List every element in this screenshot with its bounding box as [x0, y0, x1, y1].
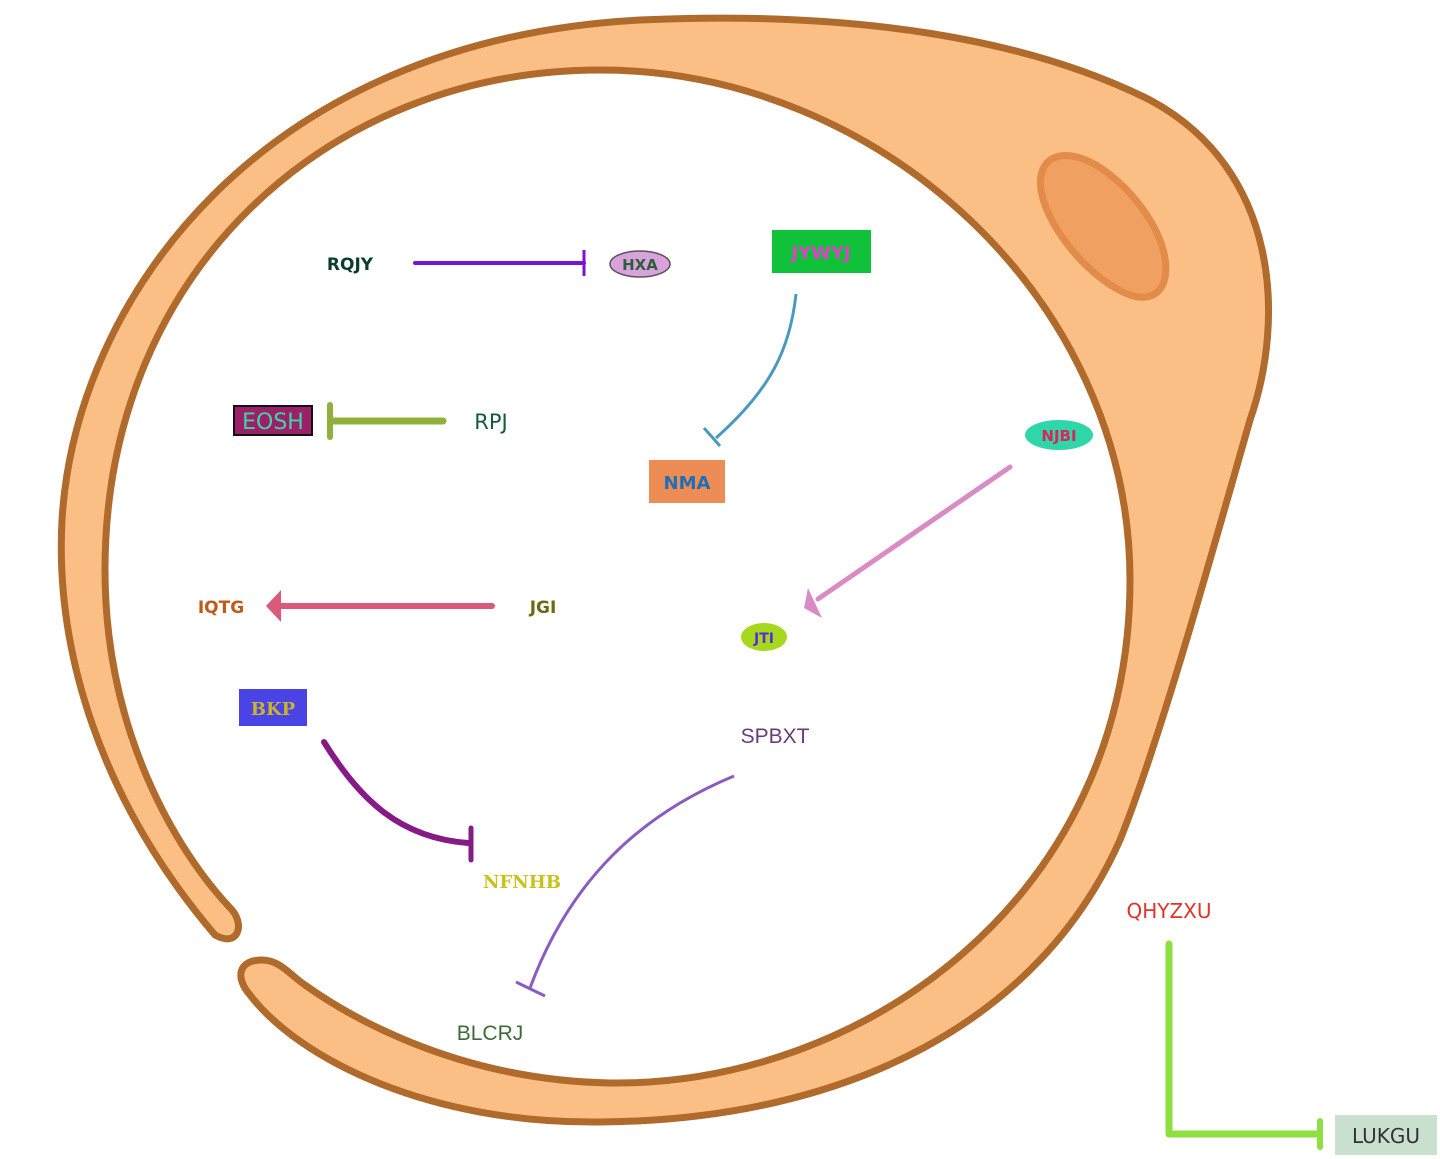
node-spbxt[interactable]: SPBXT [741, 725, 810, 748]
node-njbi[interactable]: NJBI [1025, 420, 1093, 450]
node-lukgu-label: LUKGU [1352, 1124, 1420, 1148]
edge-bkp-nfnhb [321, 739, 474, 863]
node-jywyj[interactable]: JYWYJ [772, 230, 871, 273]
cell-membrane [57, 14, 1273, 1126]
node-jgi[interactable]: JGI [529, 598, 557, 618]
membrane-outer [57, 14, 1273, 1126]
node-bkp[interactable]: BKP [239, 689, 307, 726]
node-jti[interactable]: JTI [741, 623, 787, 651]
node-hxa-label: HXA [622, 256, 658, 274]
node-bkp-label: BKP [251, 699, 296, 720]
edge-njbi-jti [804, 464, 1013, 618]
node-hxa[interactable]: HXA [609, 250, 671, 278]
edge-qhyzxu-lukgu [1165, 940, 1323, 1150]
node-iqtg[interactable]: IQTG [198, 598, 244, 618]
node-eosh-label: EOSH [242, 410, 304, 435]
node-jti-label: JTI [753, 631, 774, 647]
edge-rqjy-hxa [413, 250, 586, 276]
node-nfnhb[interactable]: NFNHB [483, 872, 561, 893]
edge-jywyj-nma [702, 293, 798, 447]
nodes: RQJY HXA JYWYJ EOSH RPJ NMA NJBI IQ [198, 230, 1437, 1155]
node-jywyj-label: JYWYJ [789, 243, 850, 264]
node-qhyzxu[interactable]: QHYZXU [1126, 899, 1211, 923]
edge-jgi-iqtg [266, 590, 495, 622]
node-eosh[interactable]: EOSH [233, 405, 313, 436]
node-blcrj[interactable]: BLCRJ [457, 1022, 524, 1045]
node-nma[interactable]: NMA [649, 460, 725, 503]
node-rpj[interactable]: RPJ [474, 410, 507, 434]
edge-spbxt-blcrj [515, 774, 735, 998]
node-nma-label: NMA [664, 473, 711, 494]
node-njbi-label: NJBI [1041, 427, 1076, 445]
edges [266, 250, 1323, 1150]
node-lukgu[interactable]: LUKGU [1335, 1115, 1437, 1155]
edge-rpj-eosh [327, 402, 447, 440]
organelle [1036, 152, 1170, 301]
node-rqjy[interactable]: RQJY [327, 255, 374, 275]
